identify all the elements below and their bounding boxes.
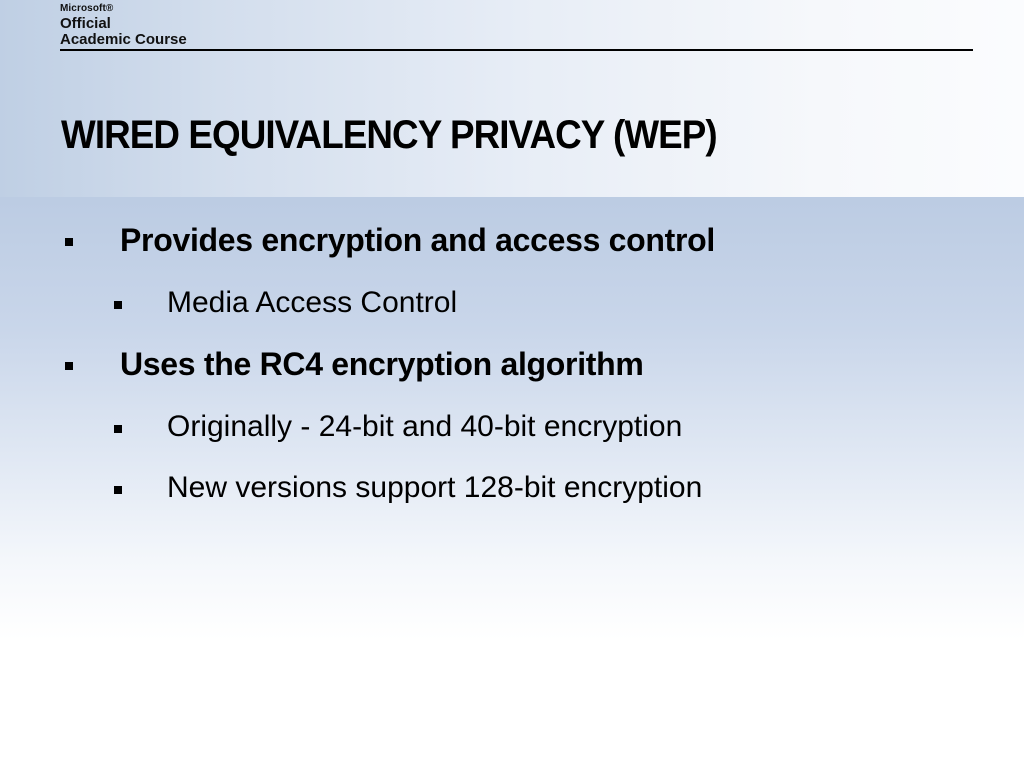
microsoft-official-academic-course-logo: Microsoft® Official Academic Course: [60, 3, 187, 48]
logo-official-text: Official: [60, 15, 111, 32]
square-bullet-icon: [114, 425, 122, 433]
bullet-text: Uses the RC4 encryption algorithm: [120, 346, 644, 382]
square-bullet-icon: [65, 362, 73, 370]
slide-title: WIRED EQUIVALENCY PRIVACY (WEP): [61, 113, 718, 157]
bullet-item: Provides encryption and access control: [65, 222, 716, 259]
sub-bullet-item: New versions support 128-bit encryption: [114, 471, 703, 505]
sub-bullet-item: Originally - 24-bit and 40-bit encryptio…: [114, 410, 683, 444]
square-bullet-icon: [65, 238, 73, 246]
title-band: [0, 0, 1024, 197]
logo-brand-text: Microsoft®: [60, 3, 114, 14]
sub-bullet-text: Media Access Control: [167, 286, 458, 319]
sub-bullet-text: Originally - 24-bit and 40-bit encryptio…: [167, 410, 683, 443]
bullet-text: Provides encryption and access control: [120, 222, 716, 258]
square-bullet-icon: [114, 486, 122, 494]
header-divider: [60, 49, 973, 51]
sub-bullet-item: Media Access Control: [114, 286, 458, 320]
bullet-item: Uses the RC4 encryption algorithm: [65, 346, 644, 383]
logo-course-text: Academic Course: [60, 31, 187, 48]
square-bullet-icon: [114, 301, 122, 309]
sub-bullet-text: New versions support 128-bit encryption: [167, 471, 703, 504]
